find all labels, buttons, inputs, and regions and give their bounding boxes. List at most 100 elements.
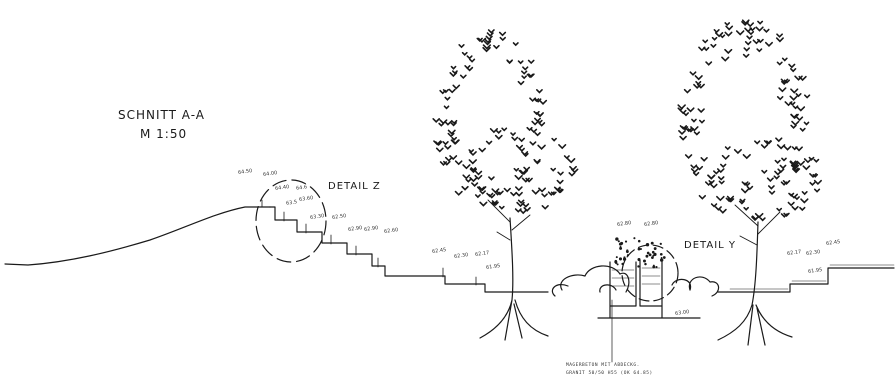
leaf-mark <box>744 41 752 46</box>
leaf-mark <box>501 127 508 132</box>
stipple-dot <box>652 265 656 269</box>
leaf-mark <box>474 170 483 176</box>
left-tree-branches <box>487 199 531 241</box>
stipple-dot <box>623 256 626 259</box>
leaf-mark <box>556 179 564 185</box>
leaf-mark <box>451 136 458 141</box>
leaf-mark <box>518 137 526 143</box>
leaf-mark <box>746 35 753 40</box>
leaf-mark <box>521 70 528 75</box>
step-railing <box>261 199 477 286</box>
leaf-mark <box>747 30 755 36</box>
leaf-mark <box>537 112 544 118</box>
leaf-mark <box>566 158 576 164</box>
leaf-mark <box>752 39 761 45</box>
leaf-mark <box>721 56 730 62</box>
stipple-dot <box>659 258 664 262</box>
leaf-mark <box>716 168 725 174</box>
leaf-mark <box>537 144 546 150</box>
leaf-mark <box>485 35 493 41</box>
leaf-mark <box>716 195 725 202</box>
leaf-mark <box>696 165 704 171</box>
leaf-mark <box>523 207 531 212</box>
leaf-mark <box>452 84 461 90</box>
leaf-mark <box>799 127 806 132</box>
leaf-mark <box>724 146 731 151</box>
stipple-dot <box>615 261 618 265</box>
leaf-mark <box>536 89 543 94</box>
leaf-mark <box>690 126 699 132</box>
leaf-mark <box>795 93 802 98</box>
leaf-mark <box>469 168 477 173</box>
leaf-mark <box>557 171 564 176</box>
leaf-mark <box>450 122 457 127</box>
leaf-mark <box>447 132 455 138</box>
stipple-dot <box>633 237 636 240</box>
leaf-mark <box>802 165 811 171</box>
stipple-dot <box>644 262 647 266</box>
stipple-dot <box>619 246 623 250</box>
right-path-detail <box>729 264 895 290</box>
leaf-mark <box>714 32 724 38</box>
leaf-mark <box>776 61 783 66</box>
leaf-mark <box>489 128 499 134</box>
leaf-mark <box>690 164 698 170</box>
leaf-mark <box>531 189 540 195</box>
leaf-mark <box>486 192 494 198</box>
stipple-dot <box>616 263 619 266</box>
leaf-mark <box>721 154 730 161</box>
leaf-mark <box>521 177 530 183</box>
leaf-mark <box>461 51 468 56</box>
leaf-mark <box>462 164 471 170</box>
leaf-mark <box>438 122 445 127</box>
leaf-mark <box>468 159 477 165</box>
leaf-mark <box>538 99 548 105</box>
stipple-dot <box>637 239 641 243</box>
leaf-mark <box>466 55 473 60</box>
stipple-dot <box>615 237 619 241</box>
leaf-mark <box>741 181 749 186</box>
leaf-mark <box>702 39 709 44</box>
leaf-mark <box>450 65 457 70</box>
leaf-mark <box>547 191 555 196</box>
leaf-mark <box>783 212 790 218</box>
leaf-mark <box>791 205 799 211</box>
right-tree-foliage <box>677 19 822 222</box>
leaf-mark <box>800 198 809 204</box>
leaf-mark <box>733 148 742 155</box>
leaf-mark <box>700 157 708 162</box>
leaf-mark <box>756 48 763 53</box>
leaf-mark <box>536 119 543 124</box>
leaf-mark <box>703 46 710 52</box>
leaf-mark <box>433 140 442 146</box>
detail-y-stipple <box>614 237 666 269</box>
leaf-mark <box>558 144 567 150</box>
leaf-mark <box>527 73 535 78</box>
leaf-mark <box>499 36 506 42</box>
leaf-mark <box>682 112 690 117</box>
leaf-mark <box>541 205 549 210</box>
leaf-mark <box>538 122 546 127</box>
leaf-mark <box>518 147 525 152</box>
leaf-mark <box>775 37 784 43</box>
leaf-mark <box>515 191 523 197</box>
leaf-mark <box>498 205 505 210</box>
leaf-mark <box>477 37 487 44</box>
leaf-mark <box>742 53 750 59</box>
leaf-mark <box>514 174 523 181</box>
leaf-mark <box>550 167 557 172</box>
leaf-mark <box>724 22 731 27</box>
leaf-mark <box>435 147 444 153</box>
leaf-mark <box>714 206 722 211</box>
stipple-dot <box>653 247 657 250</box>
leaf-mark <box>808 156 815 161</box>
leaf-mark <box>522 66 529 71</box>
leaf-mark <box>803 158 813 164</box>
leaf-mark <box>765 140 772 145</box>
leaf-mark <box>510 132 516 137</box>
leaf-mark <box>790 88 799 94</box>
stipple-dot <box>660 257 663 259</box>
leaf-mark <box>719 163 727 168</box>
stipple-dot <box>621 262 624 266</box>
leaf-mark <box>503 187 511 193</box>
